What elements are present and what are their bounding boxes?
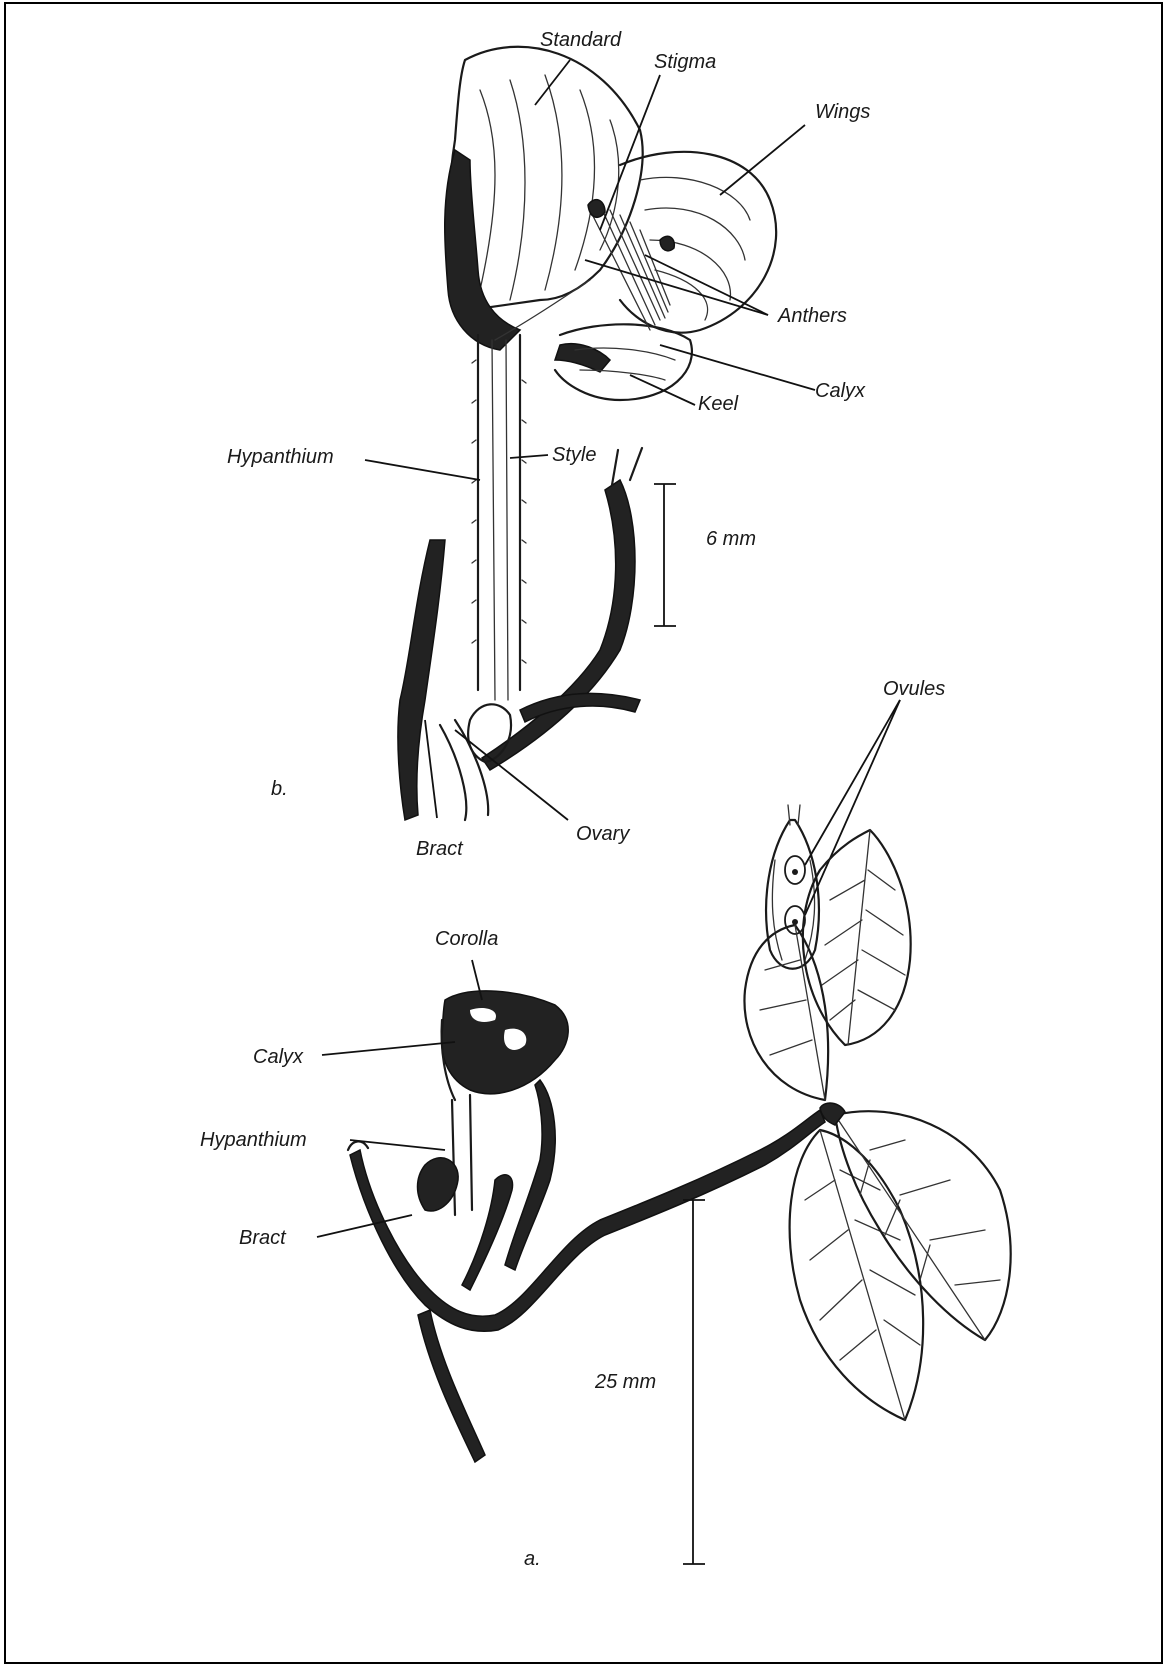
leaf-top xyxy=(803,830,911,1045)
label-style: Style xyxy=(552,444,596,466)
label-wings: Wings xyxy=(815,101,870,123)
shoot-a-drawing xyxy=(348,830,1011,1462)
flower-b-drawing xyxy=(398,47,776,820)
main-stem xyxy=(350,1110,825,1331)
label-panel-b: b. xyxy=(271,778,288,800)
label-bract-b: Bract xyxy=(416,838,464,860)
leaf-bottom-left xyxy=(790,1130,924,1420)
hypanthium-tube xyxy=(478,335,520,690)
label-panel-a: a. xyxy=(524,1548,541,1570)
calyx-dark-lobe xyxy=(445,150,520,350)
label-corolla: Corolla xyxy=(435,928,498,950)
label-scale-6mm: 6 mm xyxy=(706,528,756,550)
label-keel: Keel xyxy=(698,393,739,415)
bract-a xyxy=(418,1158,459,1211)
bract-right xyxy=(482,480,635,770)
standard-petal xyxy=(450,47,643,310)
leaders-b xyxy=(365,60,900,915)
label-hypanthium-b: Hypanthium xyxy=(227,446,334,468)
cut-stem-top xyxy=(348,1141,368,1150)
label-ovules: Ovules xyxy=(883,678,945,700)
label-scale-25mm: 25 mm xyxy=(594,1371,656,1393)
lower-stem xyxy=(418,1310,485,1462)
label-ovary: Ovary xyxy=(576,823,630,845)
scale-bar-25mm xyxy=(683,1200,705,1564)
bract-left xyxy=(398,540,445,820)
label-calyx-a: Calyx xyxy=(253,1046,304,1068)
label-hypanthium-a: Hypanthium xyxy=(200,1129,307,1151)
label-standard: Standard xyxy=(540,29,622,51)
label-bract-a: Bract xyxy=(239,1227,287,1249)
scale-bar-6mm xyxy=(654,484,676,626)
label-anthers: Anthers xyxy=(777,305,847,327)
hypanthium-a xyxy=(452,1095,472,1215)
label-calyx-b: Calyx xyxy=(815,380,866,402)
label-stigma: Stigma xyxy=(654,51,716,73)
